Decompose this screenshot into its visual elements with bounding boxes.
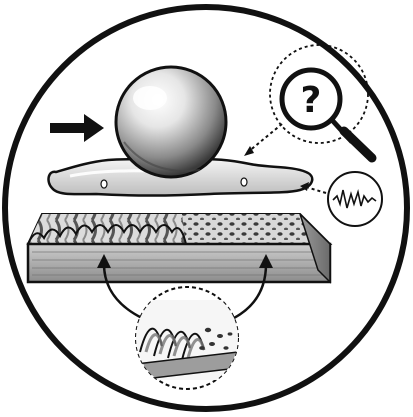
question-mark-icon: ? [301, 80, 322, 121]
sphere [116, 67, 226, 177]
signal-wave-icon [328, 172, 382, 226]
textured-substrate [28, 214, 330, 282]
